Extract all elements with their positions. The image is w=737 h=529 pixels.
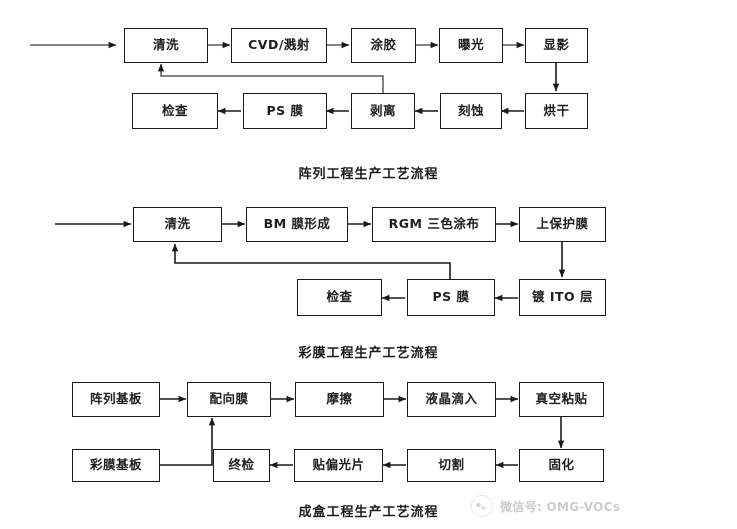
node-final-check[interactable]: 终检 bbox=[213, 449, 270, 482]
node-boli[interactable]: 剥离 bbox=[351, 93, 415, 129]
watermark-text: 微信号: OMG-VOCs bbox=[500, 499, 621, 514]
node-cf-substrate[interactable]: 彩膜基板 bbox=[72, 449, 160, 482]
node-rubbing[interactable]: 摩擦 bbox=[295, 382, 384, 417]
flow1-caption: 阵列工程生产工艺流程 bbox=[298, 167, 439, 182]
node-rgm-coating[interactable]: RGM 三色涂布 bbox=[372, 207, 496, 242]
node-keshi[interactable]: 刻蚀 bbox=[440, 93, 502, 129]
node-lc-dropping[interactable]: 液晶滴入 bbox=[407, 382, 496, 417]
node-cvd-sputter[interactable]: CVD/溅射 bbox=[231, 28, 327, 63]
node-vacuum-bonding[interactable]: 真空粘贴 bbox=[519, 382, 604, 417]
node-alignment-film[interactable]: 配向膜 bbox=[187, 382, 271, 417]
node-ps-film-2[interactable]: PS 膜 bbox=[407, 279, 495, 316]
node-protect-film[interactable]: 上保护膜 bbox=[519, 207, 606, 242]
node-jiancha-1[interactable]: 检查 bbox=[132, 93, 218, 129]
watermark: 微信号: OMG-VOCs bbox=[471, 495, 620, 517]
node-ps-film-1[interactable]: PS 膜 bbox=[243, 93, 327, 129]
flow2-caption: 彩膜工程生产工艺流程 bbox=[298, 346, 439, 361]
node-xianying[interactable]: 显影 bbox=[525, 28, 588, 63]
node-polarizer[interactable]: 贴偏光片 bbox=[294, 449, 383, 482]
flow3-caption: 成盒工程生产工艺流程 bbox=[298, 505, 439, 520]
node-bm-film[interactable]: BM 膜形成 bbox=[246, 207, 348, 242]
node-qingxi-1[interactable]: 清洗 bbox=[124, 28, 208, 63]
wechat-logo-icon bbox=[471, 495, 493, 517]
node-cutting[interactable]: 切割 bbox=[407, 449, 496, 482]
node-jiancha-2[interactable]: 检查 bbox=[297, 279, 382, 316]
node-curing[interactable]: 固化 bbox=[519, 449, 604, 482]
node-tujiao[interactable]: 涂胶 bbox=[351, 28, 416, 63]
node-baoguang[interactable]: 曝光 bbox=[439, 28, 503, 63]
node-qingxi-2[interactable]: 清洗 bbox=[133, 207, 222, 242]
node-ito-layer[interactable]: 镀 ITO 层 bbox=[519, 279, 606, 316]
node-array-substrate[interactable]: 阵列基板 bbox=[72, 382, 160, 417]
node-honggan[interactable]: 烘干 bbox=[525, 93, 588, 129]
